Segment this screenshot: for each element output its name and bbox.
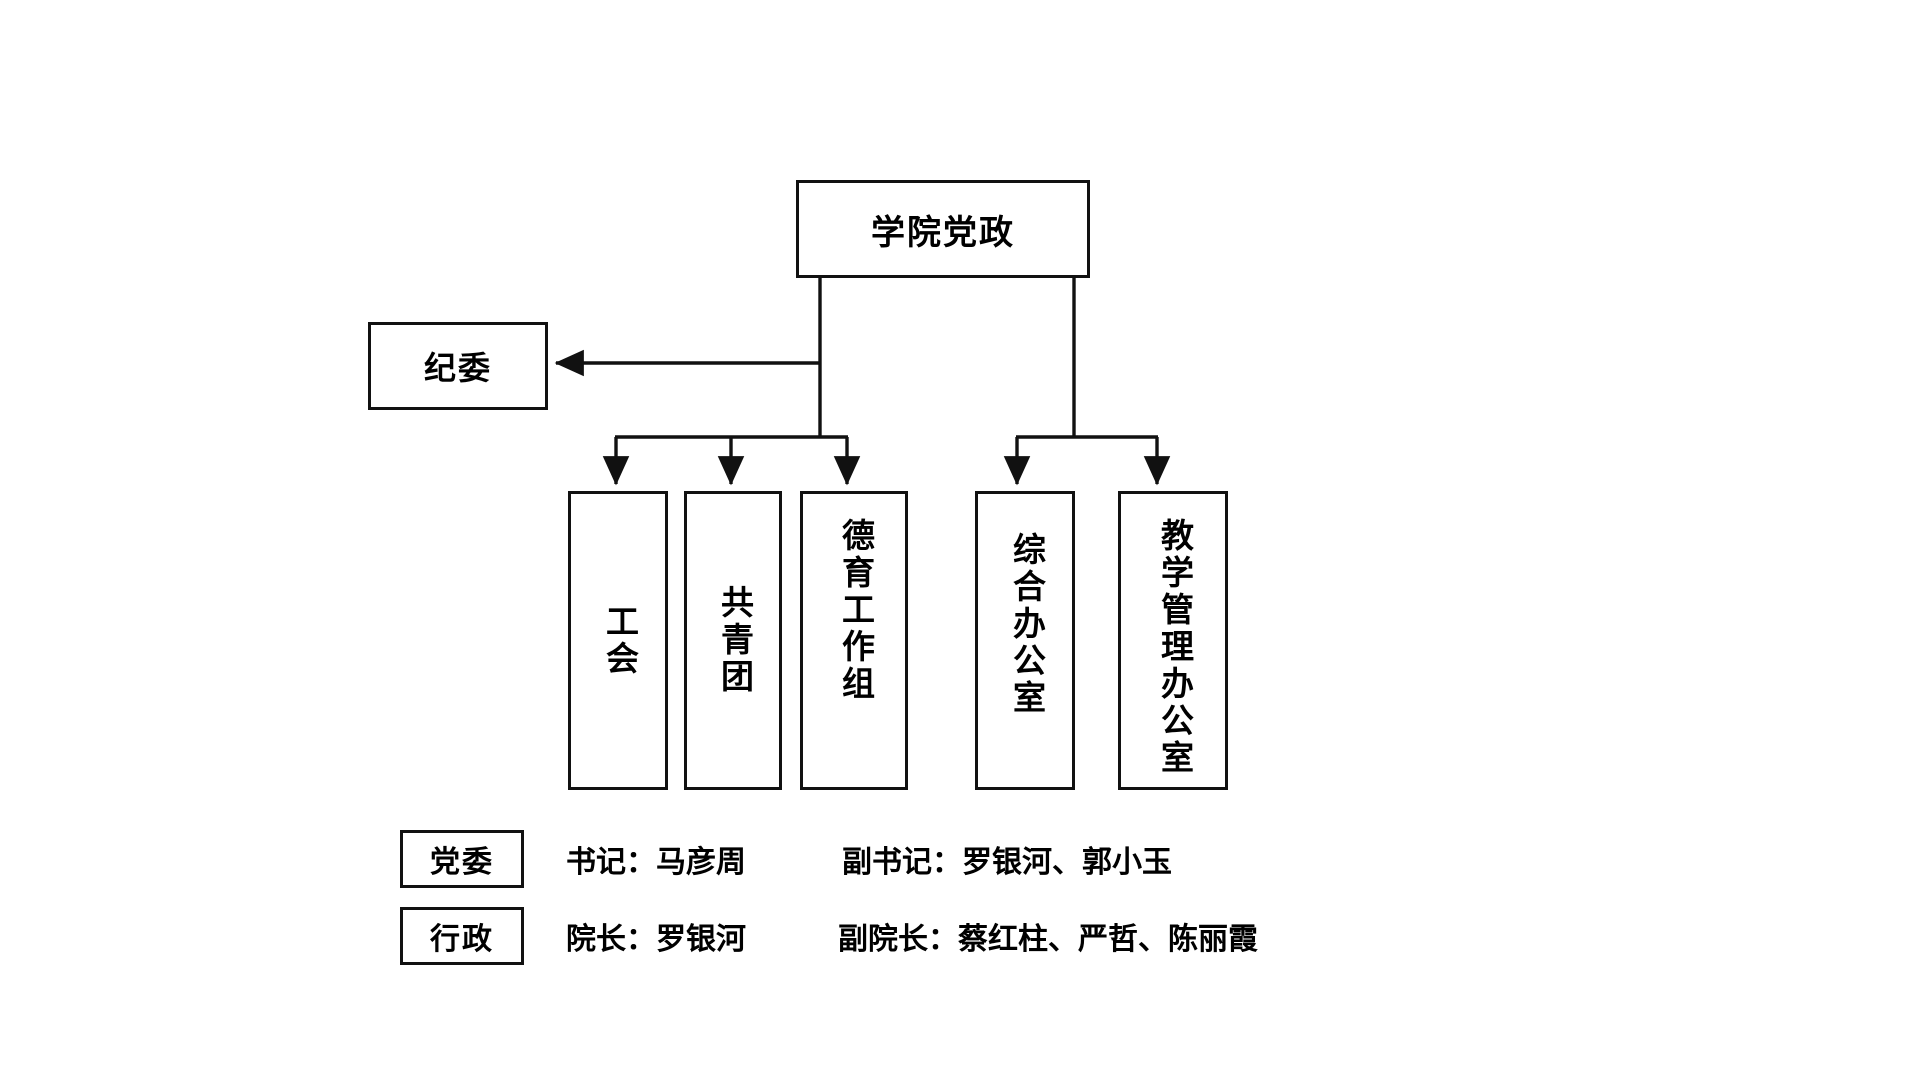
legend-dean: 院长：罗银河 [566,923,746,956]
node-label: 综合办公室 [1007,532,1044,717]
node-label: 纪委 [423,350,492,386]
node-teaching-management-office[interactable]: 教学管理办公室 [1118,491,1228,790]
node-labor-union[interactable]: 工会 [568,491,668,790]
legend-deputy-secretaries: 副书记：罗银河、郭小玉 [842,846,1172,879]
legend-tag-party-committee: 党委 [400,830,524,888]
node-college-party-admin[interactable]: 学院党政 [796,180,1090,278]
legend-secretary: 书记：马彦周 [566,846,746,879]
node-discipline-committee[interactable]: 纪委 [368,322,548,410]
legend-row-administration: 院长：罗银河 副院长：蔡红柱、严哲、陈丽霞 [566,907,1258,965]
node-moral-education-group[interactable]: 德育工作组 [800,491,908,790]
legend-tag-label: 行政 [430,923,494,956]
legend-row-party-committee: 书记：马彦周 副书记：罗银河、郭小玉 [566,830,1172,888]
node-label: 教学管理办公室 [1155,518,1192,777]
node-label: 工会 [600,603,637,678]
node-label: 德育工作组 [836,518,873,703]
node-label: 学院党政 [871,214,1015,252]
node-general-office[interactable]: 综合办公室 [975,491,1075,790]
legend-tag-label: 党委 [430,846,494,879]
legend-vice-deans: 副院长：蔡红柱、严哲、陈丽霞 [838,923,1258,956]
node-label: 共青团 [715,585,752,696]
legend-tag-administration: 行政 [400,907,524,965]
node-youth-league[interactable]: 共青团 [684,491,782,790]
